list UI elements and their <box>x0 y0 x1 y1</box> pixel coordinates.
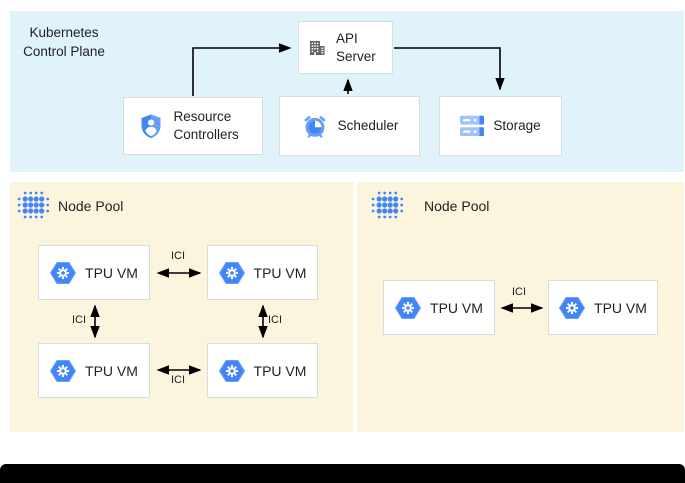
tpu-vm-label: TPU VM <box>85 264 138 281</box>
resource-controllers-box: Resource Controllers <box>123 97 263 155</box>
tpu-vm-box: TPU VM <box>548 280 658 335</box>
hexagon-chip-icon <box>395 296 421 320</box>
node-pool-right-label: Node Pool <box>424 198 490 214</box>
ici-label: ICI <box>511 286 527 298</box>
bottom-bar <box>0 464 685 483</box>
shield-user-icon <box>137 112 165 140</box>
tpu-vm-box: TPU VM <box>38 343 150 398</box>
api-server-box: API Server <box>298 21 393 74</box>
alarm-clock-icon <box>301 112 329 140</box>
dot-matrix-icon <box>369 188 404 222</box>
hexagon-chip-icon <box>50 359 76 383</box>
storage-label: Storage <box>493 118 541 133</box>
resource-controllers-label: Resource Controllers <box>173 109 239 142</box>
dot-matrix-icon <box>15 188 50 222</box>
tpu-vm-label: TPU VM <box>594 299 647 316</box>
storage-box: Storage <box>439 96 562 156</box>
tpu-vm-box: TPU VM <box>383 280 495 335</box>
hexagon-chip-icon <box>219 359 245 383</box>
ici-label: ICI <box>170 374 186 386</box>
tpu-vm-label: TPU VM <box>253 264 307 281</box>
building-icon <box>307 38 327 58</box>
tpu-vm-label: TPU VM <box>85 362 138 379</box>
tpu-vm-label: TPU VM <box>430 299 483 316</box>
tpu-vm-label: TPU VM <box>253 362 307 379</box>
control-plane-title: Kubernetes Control Plane <box>23 25 105 59</box>
hexagon-chip-icon <box>50 261 76 285</box>
api-server-label: API Server <box>336 30 376 64</box>
scheduler-box: Scheduler <box>279 96 420 156</box>
ici-label: ICI <box>71 314 86 326</box>
tpu-vm-box: TPU VM <box>38 245 150 300</box>
server-stack-icon <box>460 115 484 137</box>
scheduler-label: Scheduler <box>337 118 399 133</box>
node-pool-left-label: Node Pool <box>58 198 124 214</box>
tpu-vm-box: TPU VM <box>207 245 318 300</box>
hexagon-chip-icon <box>219 261 245 285</box>
ici-label: ICI <box>170 250 186 262</box>
ici-label: ICI <box>268 314 283 326</box>
tpu-vm-box: TPU VM <box>207 343 318 398</box>
hexagon-chip-icon <box>559 296 585 320</box>
